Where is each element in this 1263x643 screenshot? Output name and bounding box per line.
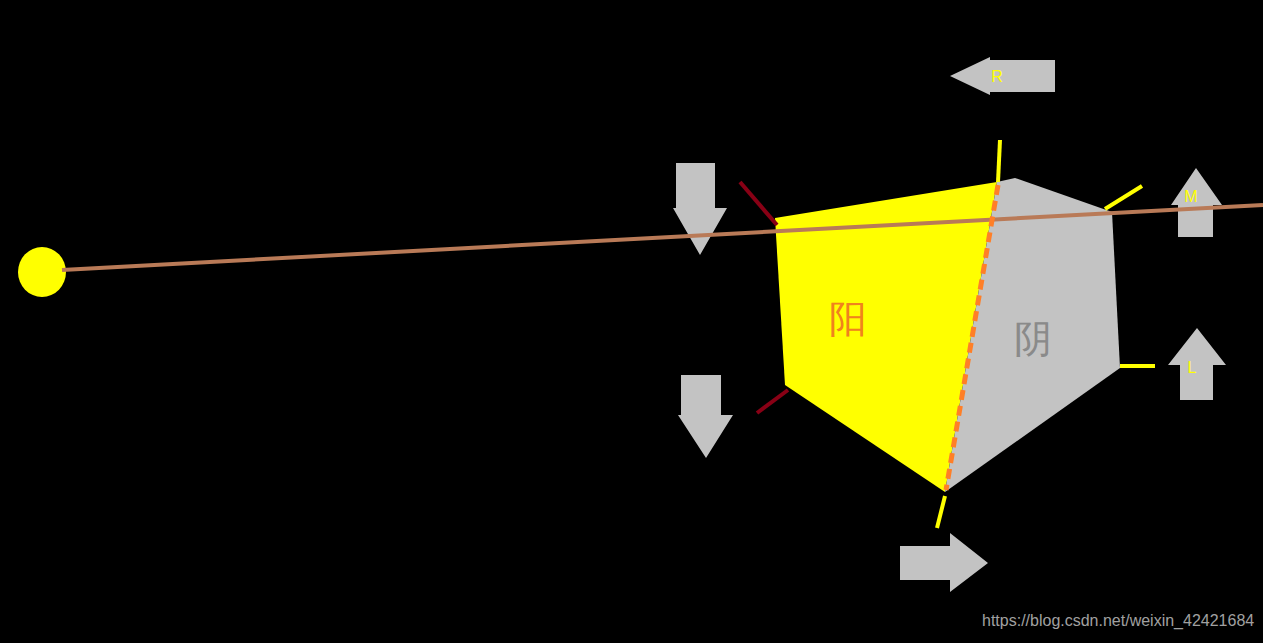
edge-tick bbox=[998, 140, 1000, 182]
arrow-letter: M bbox=[1184, 188, 1197, 206]
down-arrow bbox=[678, 375, 733, 458]
direction-arrow: L bbox=[1164, 324, 1230, 404]
down-arrow bbox=[673, 163, 727, 255]
edge-tick bbox=[1120, 364, 1155, 368]
terminator-line bbox=[946, 185, 998, 490]
face-label: 阴 bbox=[1014, 319, 1052, 361]
light-source bbox=[18, 247, 66, 297]
down-arrow bbox=[673, 163, 733, 458]
yin-face: 阴 bbox=[942, 174, 1124, 496]
edge-tick bbox=[757, 390, 788, 413]
face-label: 阳 bbox=[829, 299, 867, 341]
label-holder: https://blog.csdn.net/weixin_42421684 bbox=[982, 612, 1254, 630]
light-ray bbox=[62, 205, 1263, 270]
right-arrow bbox=[900, 533, 988, 592]
direction-arrow: R bbox=[946, 54, 1058, 98]
direction-arrow: M bbox=[1168, 164, 1226, 240]
edge-tick bbox=[1105, 186, 1142, 209]
watermark: https://blog.csdn.net/weixin_42421684 bbox=[982, 612, 1254, 630]
yin-face-shape bbox=[945, 178, 1120, 492]
direction-arrow-outline bbox=[1164, 324, 1230, 404]
direction-arrow-shape bbox=[1171, 168, 1222, 237]
arrow-letter: L bbox=[1188, 359, 1197, 377]
direction-arrow-shape bbox=[1168, 328, 1226, 400]
arrow-letter: R bbox=[991, 68, 1003, 86]
direction-arrow-shape bbox=[950, 57, 1055, 95]
edge-tick bbox=[740, 182, 777, 225]
edge-tick bbox=[937, 496, 945, 528]
